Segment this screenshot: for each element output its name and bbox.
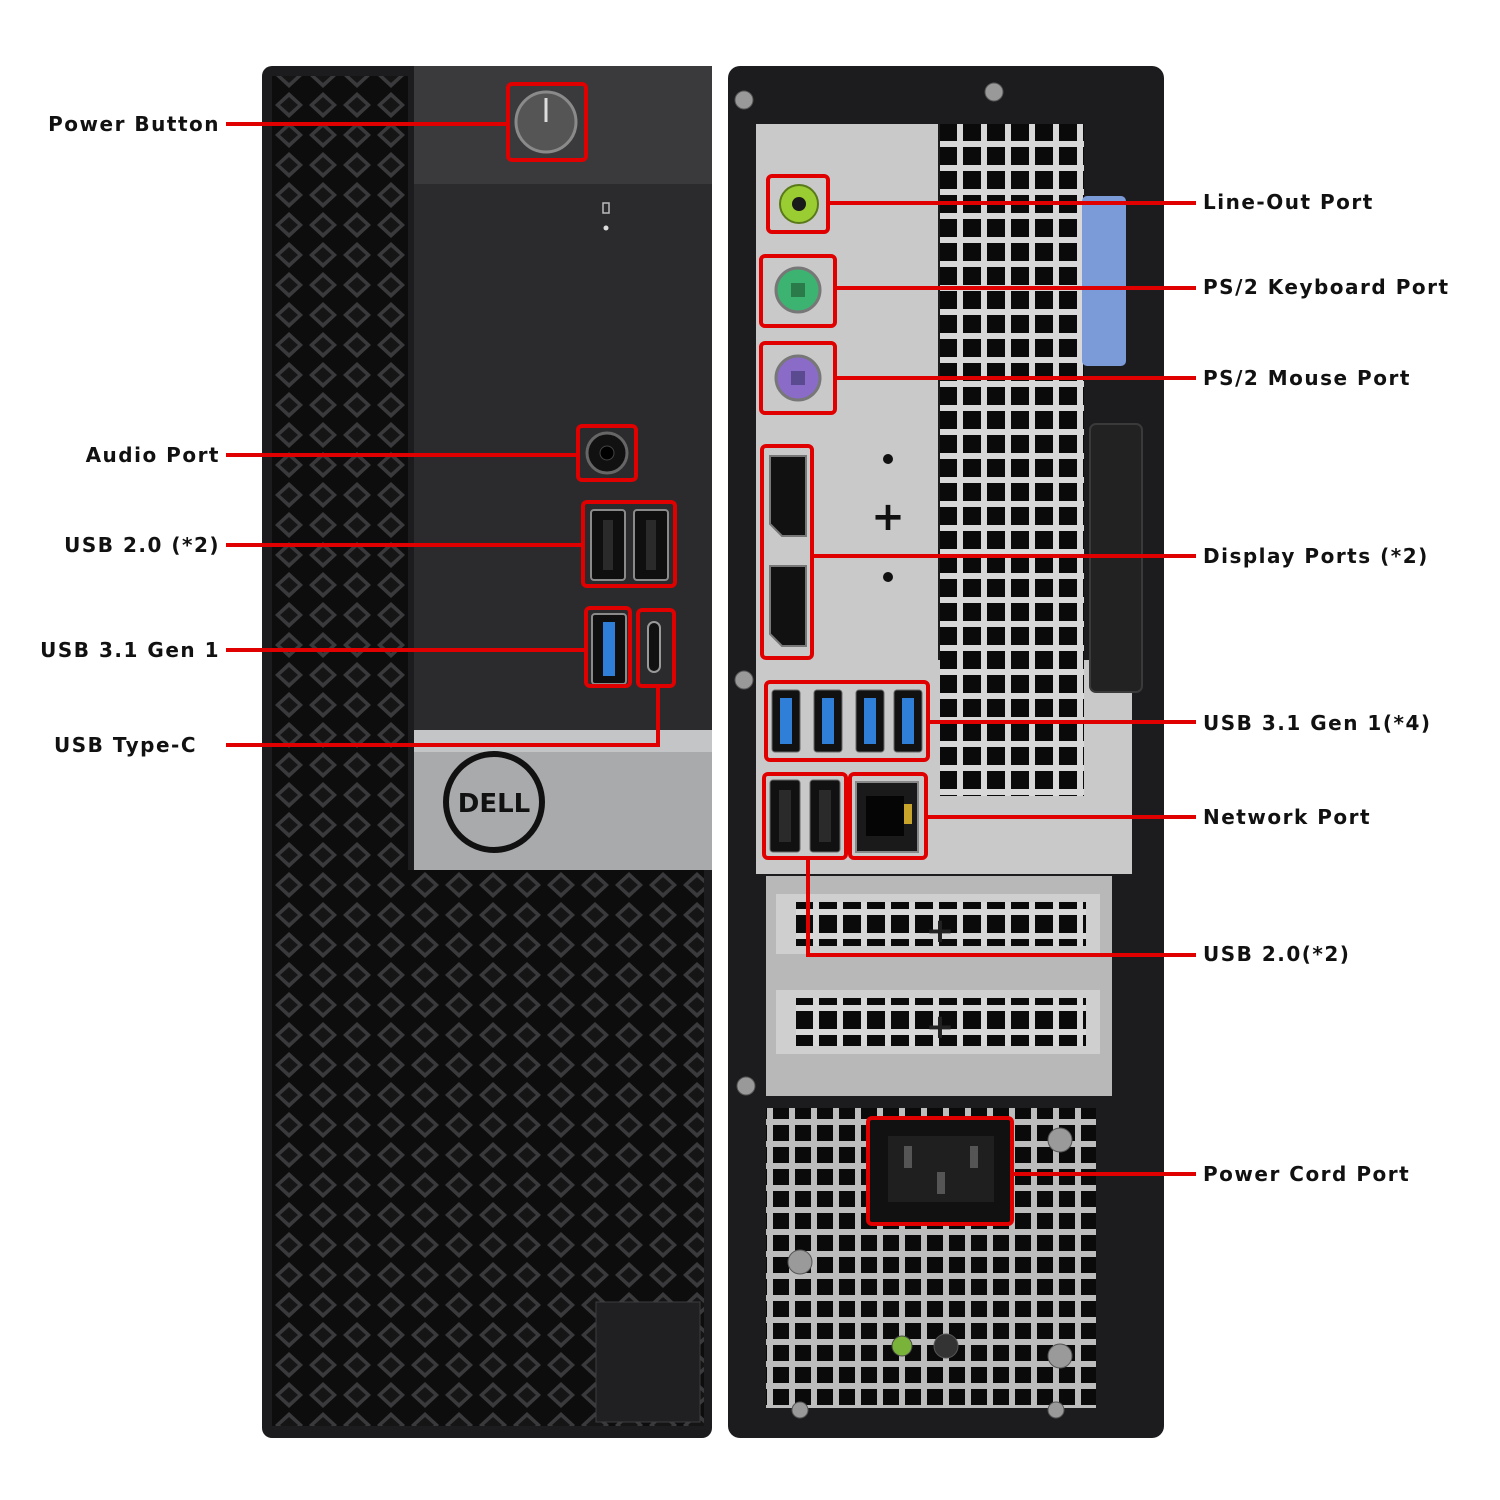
screw-icon — [791, 1401, 809, 1419]
psu-test-button[interactable] — [933, 1333, 959, 1359]
label-usb20-front: USB 2.0 (*2) — [64, 533, 220, 557]
label-power-cord: Power Cord Port — [1203, 1162, 1411, 1186]
label-usb31-front: USB 3.1 Gen 1 — [40, 638, 220, 662]
label-ps2-mouse: PS/2 Mouse Port — [1203, 366, 1411, 390]
screw-icon — [1047, 1343, 1073, 1369]
leader-usb-type-c — [226, 686, 660, 747]
label-usb31-rear: USB 3.1 Gen 1(*4) — [1203, 711, 1432, 735]
label-usb20-rear: USB 2.0(*2) — [1203, 942, 1351, 966]
silver-band — [414, 730, 712, 870]
screw-icon — [787, 1249, 813, 1275]
label-line-out: Line-Out Port — [1203, 190, 1374, 214]
leader-usb20-rear — [806, 858, 1196, 957]
label-ps2-keyboard: PS/2 Keyboard Port — [1203, 275, 1450, 299]
svg-text:+: + — [926, 911, 955, 951]
screw-icon — [1047, 1401, 1065, 1419]
rear-view: + + + — [728, 66, 1164, 1438]
label-display-ports: Display Ports (*2) — [1203, 544, 1429, 568]
network-port[interactable] — [855, 781, 919, 853]
blue-latch[interactable] — [1082, 196, 1126, 366]
label-audio-port: Audio Port — [85, 443, 220, 467]
front-mesh-left — [272, 76, 408, 1426]
label-usb-type-c: USB Type-C — [54, 733, 198, 757]
highlight-display-ports — [760, 444, 814, 660]
expansion-slot-covers: + + — [776, 894, 1100, 1054]
usb-type-c-port[interactable] — [647, 621, 661, 673]
hdd-indicator-icon — [602, 202, 610, 214]
screw-icon — [734, 90, 754, 110]
svg-text:+: + — [926, 1007, 955, 1047]
display-ports[interactable] — [769, 455, 807, 647]
front-view: DELL — [262, 66, 712, 1438]
screw-icon — [734, 670, 754, 690]
psu-test-led-icon — [891, 1335, 913, 1357]
dell-logo: DELL — [443, 751, 545, 853]
highlight-power-cord — [866, 1116, 1014, 1226]
callout-lines — [226, 122, 1196, 1176]
label-network-port: Network Port — [1203, 805, 1372, 829]
silver-band-highlight — [414, 730, 712, 752]
card-reader-slot — [595, 1301, 701, 1423]
rear-usb20-ports[interactable] — [769, 779, 841, 853]
rear-usb31-ports[interactable] — [771, 689, 923, 753]
screw-icon — [984, 82, 1004, 102]
dell-logo-text: DELL — [458, 789, 530, 819]
front-usb20-ports[interactable] — [590, 509, 669, 581]
power-cord-socket[interactable] — [870, 1120, 1012, 1224]
rear-vent-grill — [940, 124, 1084, 796]
svg-text:+: + — [871, 494, 905, 540]
screw-icon — [1047, 1127, 1073, 1153]
label-power-button: Power Button — [48, 112, 220, 136]
highlight-usb31-front — [584, 606, 632, 688]
highlight-usb20-rear — [762, 772, 848, 860]
front-usb31-port[interactable] — [591, 613, 627, 685]
highlight-ps2-keyboard — [759, 254, 837, 328]
screw-icon — [736, 1076, 756, 1096]
